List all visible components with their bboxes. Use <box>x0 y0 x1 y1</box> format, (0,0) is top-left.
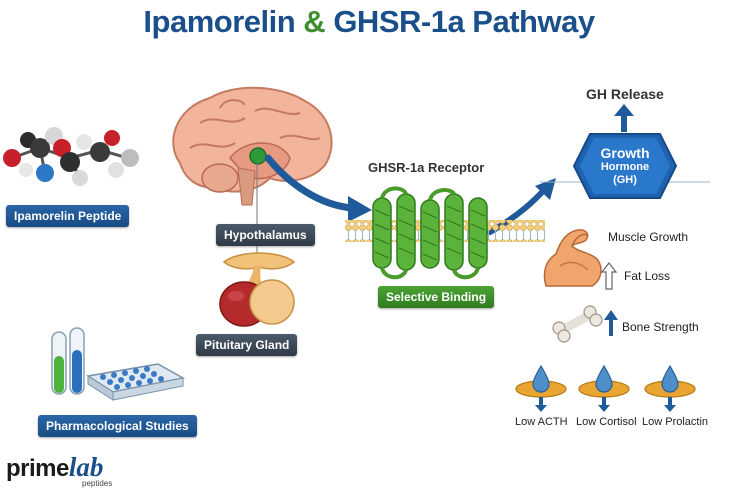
logo-lab: lab <box>68 452 104 482</box>
peptide-label: Ipamorelin Peptide <box>6 205 130 227</box>
title-part2: GHSR-1a Pathway <box>333 4 595 39</box>
effect-fat: Fat Loss <box>624 269 671 283</box>
page-title: Ipamorelin & GHSR-1a Pathway <box>0 4 738 40</box>
receptor-icon <box>345 186 545 280</box>
pituitary-label: Pituitary Gland <box>196 334 298 356</box>
hypothalamus-label: Hypothalamus <box>216 224 315 246</box>
arrow-up-outline-icon <box>600 262 618 290</box>
gh-release-heading: GH Release <box>586 86 664 102</box>
brand-logo: primelab peptides <box>6 452 112 488</box>
title-part1: Ipamorelin <box>143 4 296 39</box>
bone-icon <box>552 305 603 343</box>
gh-line3: (GH) <box>613 174 637 186</box>
studies-label: Pharmacological Studies <box>38 415 197 437</box>
arrow-up-icon-bone <box>604 310 618 336</box>
receptor-heading: GHSR-1a Receptor <box>368 160 485 175</box>
gh-hexagon <box>540 133 710 199</box>
effect-bone: Bone Strength <box>622 320 699 334</box>
logo-prime: prime <box>6 455 69 482</box>
logo-sub: peptides <box>82 479 113 488</box>
lab-equipment-icon <box>51 327 186 401</box>
low-acth: Low ACTH <box>515 416 568 428</box>
low-cortisol: Low Cortisol <box>576 416 637 428</box>
molecule-icon <box>3 127 139 186</box>
muscle-icon <box>543 229 602 287</box>
binding-label: Selective Binding <box>378 286 495 308</box>
gh-line2: Hormone <box>600 161 650 173</box>
effect-muscle: Muscle Growth <box>608 230 689 244</box>
low-prolactin: Low Prolactin <box>642 416 709 428</box>
title-amp: & <box>303 4 326 39</box>
gh-line1: Growth <box>600 145 650 161</box>
arrow-up-icon <box>614 104 634 132</box>
pituitary-icon <box>219 252 296 327</box>
gh-hexagon-text: Growth Hormone (GH) <box>570 146 680 187</box>
